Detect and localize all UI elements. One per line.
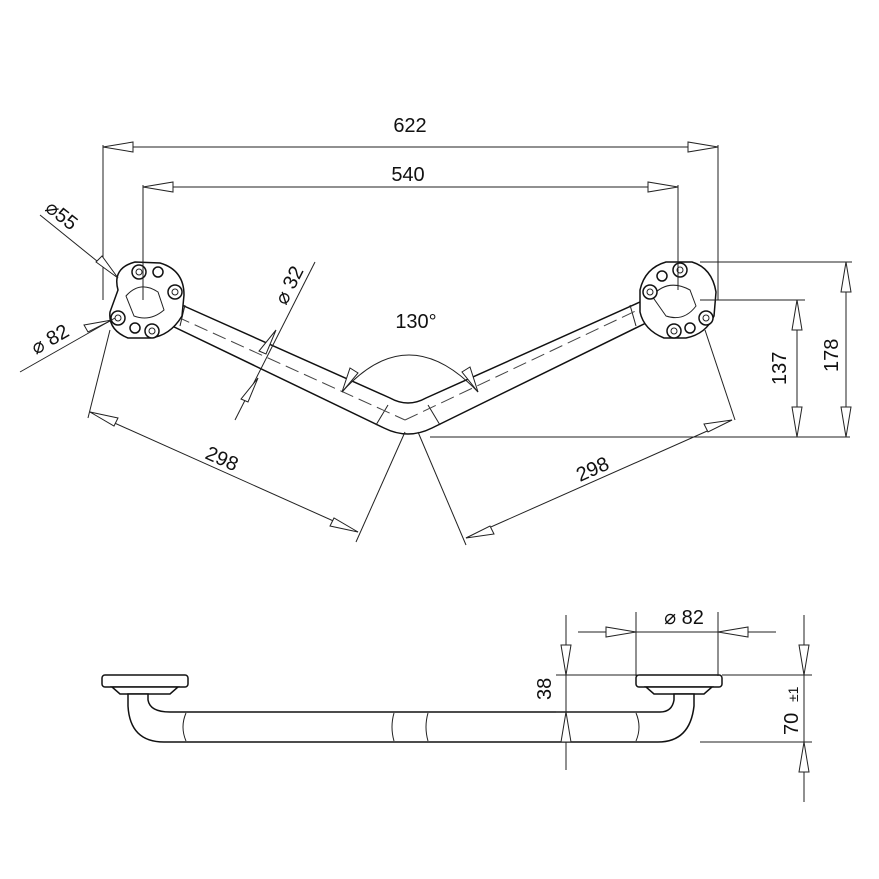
dimension-540-label: 540 — [391, 164, 424, 186]
side-view: ⌀ 82 38 70 ±1 — [101, 607, 812, 802]
dimension-angle-label: 130° — [395, 311, 436, 333]
dimension-side-dia82-label: ⌀ 82 — [664, 607, 704, 629]
dimension-137: 137 — [430, 299, 850, 438]
dimension-298-left-label: 298 — [202, 442, 241, 476]
dimension-70-label: 70 — [781, 713, 803, 735]
left-flange-side — [101, 674, 189, 695]
dimension-178: 178 — [700, 261, 852, 438]
dimension-178-label: 178 — [821, 339, 843, 372]
dimension-70-tolerance: ±1 — [785, 686, 801, 702]
dimension-dia55-label: ⌀55 — [41, 197, 82, 235]
dimension-38-label: 38 — [534, 678, 556, 700]
top-view: 622 540 ⌀55 ⌀ 82 ⌀ 32 — [19, 115, 852, 546]
dimension-side-dia82: ⌀ 82 — [578, 607, 776, 676]
right-flange-side — [635, 674, 723, 695]
grab-bar-side — [127, 693, 695, 743]
dimension-622-label: 622 — [393, 115, 426, 137]
dimension-angle-130: 130° — [341, 311, 479, 393]
left-flange — [109, 261, 185, 339]
dimension-dia55: ⌀55 — [39, 197, 119, 279]
dimension-298-right-label: 298 — [573, 453, 612, 487]
dimension-137-label: 137 — [769, 352, 791, 385]
dimension-70: 70 ±1 — [700, 615, 812, 802]
dimension-540: 540 — [142, 164, 679, 300]
dimension-dia82-label: ⌀ 82 — [28, 320, 74, 359]
grab-bar-tube — [139, 289, 681, 435]
right-flange — [639, 261, 717, 339]
dimension-dia82: ⌀ 82 — [19, 317, 116, 373]
dimension-622: 622 — [102, 115, 719, 300]
dimension-38: 38 — [534, 615, 640, 770]
